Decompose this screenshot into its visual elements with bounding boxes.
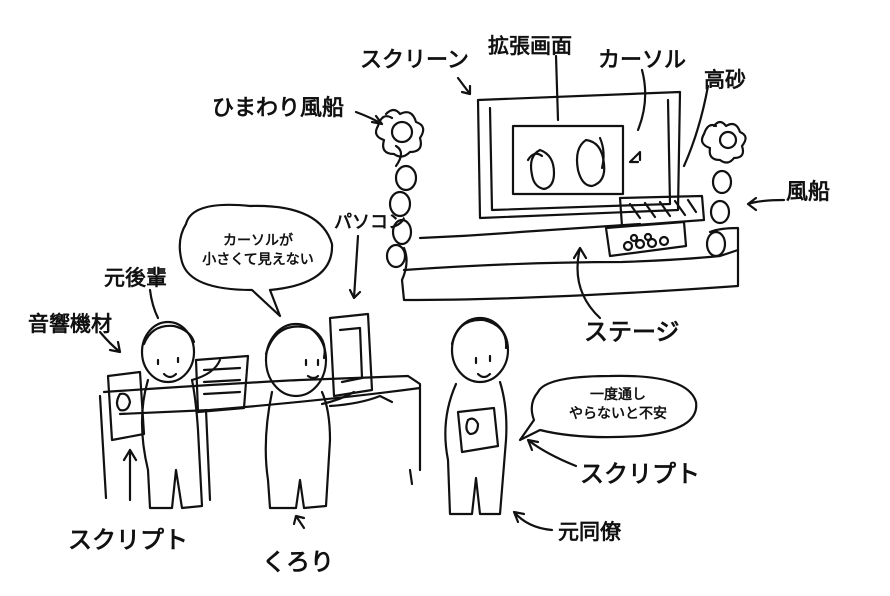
label-audio-equipment: 音響機材 xyxy=(28,312,112,336)
sunflower-balloon-left xyxy=(374,108,425,269)
speech-bubble-colleague xyxy=(518,374,698,442)
desk-drawing xyxy=(98,312,422,502)
label-former-junior: 元後輩 xyxy=(104,266,167,290)
label-sunflower-balloon: ひまわり風船 xyxy=(212,96,345,121)
person-kurori xyxy=(264,322,356,510)
label-screen: スクリーン xyxy=(360,48,469,73)
speech-bubble-kurori xyxy=(178,203,334,318)
person-former-colleague xyxy=(444,316,510,516)
label-former-colleague: 元同僚 xyxy=(558,520,621,544)
label-takasago: 高砂 xyxy=(704,68,746,92)
label-kurori: くろり xyxy=(262,548,334,576)
speech-colleague-line2: やらないと不安 xyxy=(569,406,667,422)
sunflower-balloon-right xyxy=(700,120,747,258)
label-balloon: 風船 xyxy=(786,180,831,205)
label-stage: ステージ xyxy=(584,318,680,346)
label-expanded-screen: 拡張画面 xyxy=(488,34,572,58)
speech-text-colleague: 一度通し やらないと不安 xyxy=(548,386,688,424)
speech-colleague-line1: 一度通し xyxy=(590,387,646,403)
speech-kurori-line1: カーソルが xyxy=(223,233,293,249)
label-script-right: スクリプト xyxy=(580,460,700,488)
screen-drawing xyxy=(476,90,682,220)
speech-text-kurori: カーソルが 小さくて見えない xyxy=(196,232,320,270)
speech-kurori-line2: 小さくて見えない xyxy=(202,252,314,268)
person-former-junior xyxy=(140,320,222,510)
label-cursor: カーソル xyxy=(598,48,687,73)
stage-drawing xyxy=(400,194,740,302)
pointer-arrows xyxy=(98,54,786,532)
label-script-left: スクリプト xyxy=(68,526,188,554)
label-pc: パソコン xyxy=(334,212,406,233)
